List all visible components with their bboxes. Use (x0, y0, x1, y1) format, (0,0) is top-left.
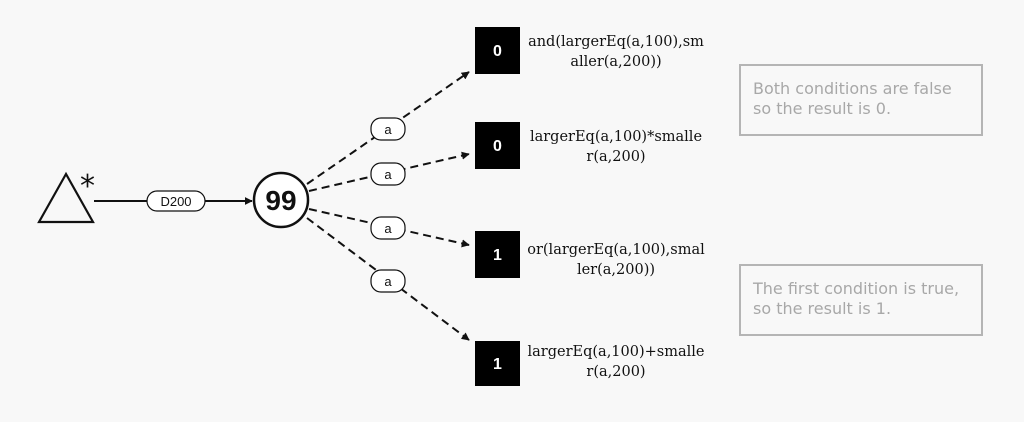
output-expression-line-2: r(a,200) (586, 149, 645, 165)
output-expression-line-1: largerEq(a,100)+smalle (528, 344, 705, 360)
branch-edge: a (306, 217, 470, 341)
output-value: 0 (493, 43, 502, 60)
branch-edge-pill (370, 269, 406, 293)
output-expression-line-2: aller(a,200)) (570, 54, 661, 70)
star-marker: * (80, 169, 95, 204)
output-node: 1 or(largerEq(a,100),smal ler(a,200)) (475, 231, 705, 278)
output-node: 1 largerEq(a,100)+smalle r(a,200) (475, 341, 704, 386)
branch-edge: a (308, 151, 470, 192)
branch-edge-pill (370, 117, 406, 141)
output-expression-line-2: ler(a,200)) (577, 262, 655, 278)
note-false-result: Both conditions are false so the result … (739, 64, 983, 136)
input-edge-pill (146, 190, 206, 212)
branch-edge: a (306, 71, 470, 185)
output-expression-line-2: r(a,200) (586, 364, 645, 380)
output-box (475, 122, 520, 169)
value-node-circle (252, 171, 310, 229)
output-node: 0 largerEq(a,100)*smalle r(a,200) (475, 122, 702, 169)
branch-edge: a (308, 208, 470, 248)
note-text: Both conditions are false so the result … (753, 79, 952, 118)
branch-edge-label: a (384, 167, 392, 182)
branch-edge-pill (370, 162, 406, 186)
branch-edge-line (306, 217, 470, 341)
source-node: * (37, 169, 95, 224)
output-value: 0 (493, 138, 502, 155)
output-box (475, 231, 520, 278)
value-node: 99 (252, 171, 310, 229)
note-text: The first condition is true, so the resu… (753, 279, 960, 318)
input-edge-label: D200 (160, 194, 191, 209)
branch-edge-label: a (384, 122, 392, 137)
output-box (475, 27, 520, 74)
value-node-label: 99 (265, 185, 296, 216)
output-expression-line-1: and(largerEq(a,100),sm (528, 34, 704, 50)
input-edge: D200 (94, 190, 253, 212)
output-value: 1 (493, 356, 502, 373)
output-expression-line-1: largerEq(a,100)*smalle (530, 129, 702, 145)
output-node: 0 and(largerEq(a,100),sm aller(a,200)) (475, 27, 704, 74)
branch-edge-label: a (384, 274, 392, 289)
branch-edge-pill (370, 216, 406, 240)
output-value: 1 (493, 247, 502, 264)
note-true-result: The first condition is true, so the resu… (739, 264, 983, 336)
triangle-icon (37, 171, 95, 224)
output-expression-line-1: or(largerEq(a,100),smal (527, 242, 705, 258)
output-box (475, 341, 520, 386)
branch-edge-label: a (384, 221, 392, 236)
branch-edges: a a a a (306, 71, 470, 341)
